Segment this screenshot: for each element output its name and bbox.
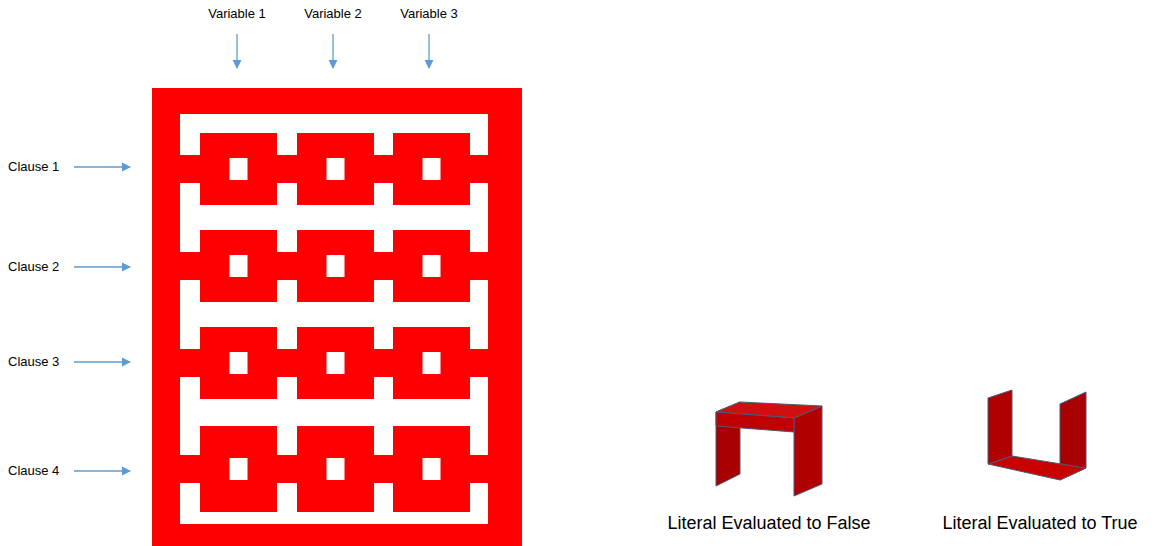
literal-cell: [200, 327, 277, 399]
variable-arrow: [332, 34, 333, 68]
clause-label: Clause 3: [8, 354, 59, 370]
variable-arrow: [428, 34, 429, 68]
clause-arrow: [74, 266, 130, 267]
literal-cell: [200, 230, 277, 302]
variable-label: Variable 1: [208, 6, 266, 22]
caption: Literal Evaluated to False: [667, 513, 870, 535]
side-panel: [988, 390, 1012, 464]
top-edge: [716, 412, 794, 432]
literal-cell: [297, 426, 374, 512]
cell-hole: [423, 352, 441, 374]
clause-label: Clause 2: [8, 259, 59, 275]
literal-cell: [297, 230, 374, 302]
caption: Literal Evaluated to True: [942, 513, 1137, 535]
clause-label: Clause 4: [8, 463, 59, 479]
literal-cell: [200, 426, 277, 512]
literal-cell: [393, 426, 470, 512]
clause-grid: [152, 88, 522, 546]
literal-cell: [297, 133, 374, 205]
literal-true-shape: [988, 390, 1086, 480]
cell-hole: [230, 352, 248, 374]
literal-false-shape: [716, 402, 822, 496]
variable-arrow: [236, 34, 237, 68]
cell-hole: [423, 255, 441, 277]
literal-cell: [297, 327, 374, 399]
literal-cell: [393, 133, 470, 205]
cell-hole: [423, 158, 441, 180]
literal-cell: [393, 230, 470, 302]
side-panel: [794, 406, 822, 496]
cell-hole: [423, 458, 441, 480]
outer-frame: [152, 88, 522, 546]
cell-hole: [327, 458, 345, 480]
inner-channel: [180, 114, 488, 524]
variable-label: Variable 2: [304, 6, 362, 22]
literal-cell: [200, 133, 277, 205]
cell-hole: [327, 158, 345, 180]
clause-arrow: [74, 361, 130, 362]
cell-hole: [230, 255, 248, 277]
clause-arrow: [74, 166, 130, 167]
cell-hole: [230, 158, 248, 180]
clause-arrow: [74, 470, 130, 471]
cell-hole: [230, 458, 248, 480]
literal-cell: [393, 327, 470, 399]
variable-label: Variable 3: [400, 6, 458, 22]
cell-hole: [327, 255, 345, 277]
clause-label: Clause 1: [8, 159, 59, 175]
cell-hole: [327, 352, 345, 374]
